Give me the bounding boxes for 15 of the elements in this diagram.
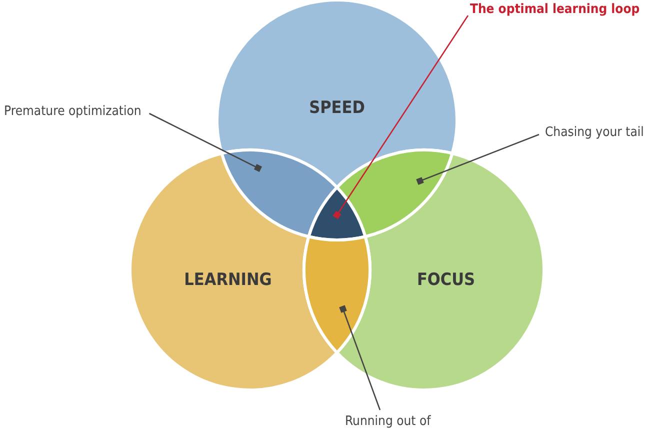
callout-label: The optimal learning loop — [470, 2, 640, 17]
callout-label: Chasing your tail — [545, 125, 644, 140]
overlap-region — [336, 148, 454, 238]
leader-line — [416, 134, 540, 185]
leader-line — [149, 112, 262, 172]
callout-label: Premature optimization — [4, 104, 142, 119]
circle-label: SPEED — [309, 98, 365, 118]
leader-line — [332, 15, 469, 220]
overlap-region — [302, 235, 372, 354]
center-overlap-region — [307, 186, 367, 242]
leader-line — [339, 305, 381, 410]
overlap-region — [220, 148, 338, 238]
circle-label: FOCUS — [416, 270, 476, 290]
circle-label: LEARNING — [184, 270, 272, 290]
callout-label: Running out of — [345, 414, 431, 429]
